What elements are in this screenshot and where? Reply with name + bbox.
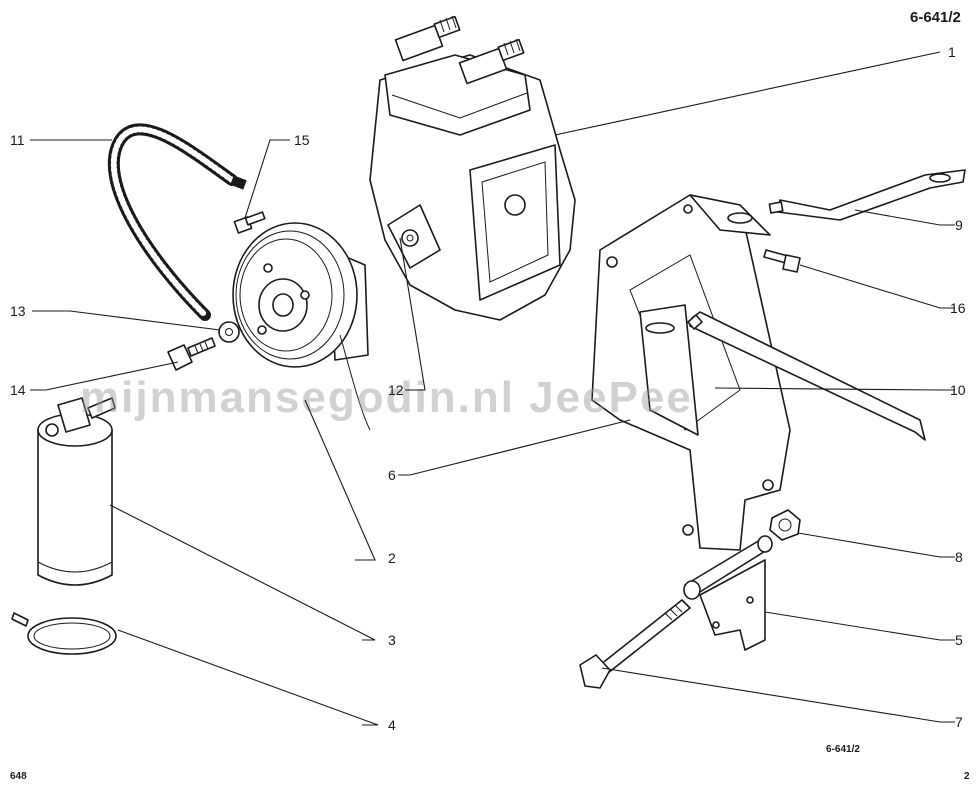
brace-rod bbox=[687, 311, 926, 441]
footer-right-code: 2 bbox=[964, 771, 970, 782]
leader-2 bbox=[304, 399, 376, 561]
receiver-drier bbox=[37, 397, 116, 586]
service-valve-right bbox=[458, 38, 525, 85]
clutch-pulley bbox=[232, 222, 371, 431]
strap-arm bbox=[768, 169, 966, 221]
leader-6 bbox=[398, 419, 631, 476]
callout-2: 2 bbox=[388, 550, 396, 566]
callout-7: 7 bbox=[955, 714, 963, 730]
leader-lines bbox=[30, 51, 955, 726]
bolt-16 bbox=[763, 249, 801, 273]
leader-7 bbox=[601, 667, 955, 723]
footer-left-code: 648 bbox=[10, 771, 27, 782]
callout-15: 15 bbox=[294, 132, 310, 148]
spacer-bracket bbox=[683, 535, 773, 651]
compressor bbox=[369, 15, 576, 321]
leader-10 bbox=[714, 387, 955, 391]
leader-14 bbox=[30, 361, 179, 391]
leader-15 bbox=[244, 139, 290, 219]
callout-8: 8 bbox=[955, 549, 963, 565]
callout-3: 3 bbox=[388, 632, 396, 648]
long-bolt-7 bbox=[579, 599, 691, 689]
footer-center-code: 6-641/2 bbox=[826, 744, 860, 755]
callout-6: 6 bbox=[388, 467, 396, 483]
leader-5 bbox=[764, 611, 955, 641]
leader-12 bbox=[399, 237, 426, 391]
callout-14: 14 bbox=[10, 382, 26, 398]
leader-16 bbox=[799, 264, 955, 309]
callout-11: 11 bbox=[10, 132, 25, 148]
service-valve-left bbox=[394, 15, 461, 62]
mounting-bracket bbox=[591, 194, 791, 551]
leader-3 bbox=[109, 504, 376, 641]
callout-16: 16 bbox=[950, 300, 966, 316]
nut-8 bbox=[769, 509, 801, 541]
header-code: 6-641/2 bbox=[910, 9, 961, 26]
screw-15 bbox=[233, 211, 266, 234]
callout-10: 10 bbox=[950, 382, 966, 398]
leader-4 bbox=[117, 629, 379, 726]
leader-13 bbox=[32, 310, 221, 331]
washer-13 bbox=[218, 321, 240, 343]
callout-5: 5 bbox=[955, 632, 963, 648]
callout-labels: 1 2 3 4 5 6 7 8 9 10 11 12 13 14 15 16 bbox=[10, 44, 966, 733]
v-belt bbox=[107, 123, 247, 321]
leader-1 bbox=[554, 51, 941, 136]
mounting-strap bbox=[11, 612, 117, 655]
callout-13: 13 bbox=[10, 303, 26, 319]
callout-9: 9 bbox=[955, 217, 963, 233]
callout-1: 1 bbox=[948, 44, 956, 60]
watermark-text: mijnmansegodin.nl JeePee bbox=[80, 373, 693, 422]
leader-8 bbox=[797, 532, 955, 558]
leader-9 bbox=[854, 209, 955, 226]
callout-12: 12 bbox=[388, 382, 404, 398]
bolt-14 bbox=[167, 337, 216, 371]
callout-4: 4 bbox=[388, 717, 396, 733]
